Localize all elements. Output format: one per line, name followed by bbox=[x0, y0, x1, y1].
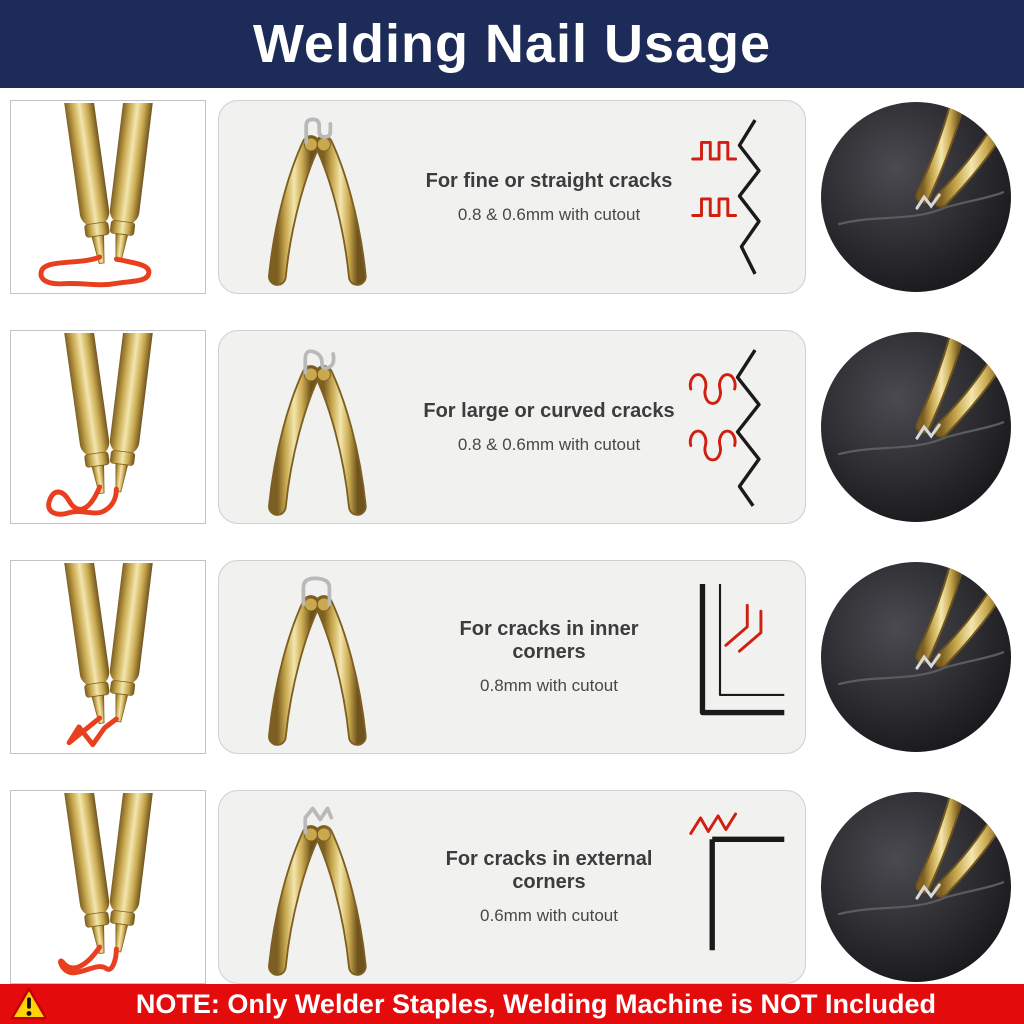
crack-pattern-diagram bbox=[691, 119, 761, 275]
staple-symbol bbox=[689, 812, 738, 835]
welding-in-use-photo bbox=[820, 561, 1012, 753]
usage-subtitle: 0.8mm with cutout bbox=[480, 676, 618, 695]
usage-panel: For cracks in inner corners 0.8mm with c… bbox=[218, 560, 806, 754]
page-title: Welding Nail Usage bbox=[252, 14, 772, 74]
application-photo bbox=[818, 330, 1014, 524]
usage-row-external-corners: For cracks in external corners 0.6mm wit… bbox=[10, 790, 1014, 984]
electrodes-holding-staple-photo bbox=[229, 806, 415, 978]
staple-symbol bbox=[691, 141, 738, 161]
staple-symbol bbox=[688, 373, 737, 405]
corner-line bbox=[699, 583, 785, 716]
usage-description: For cracks in external corners 0.6mm wit… bbox=[415, 848, 683, 926]
red-staple-wire bbox=[58, 944, 119, 976]
usage-panel: For fine or straight cracks 0.8 & 0.6mm … bbox=[218, 100, 806, 294]
crack-line bbox=[737, 119, 761, 275]
note-bar: NOTE: Only Welder Staples, Welding Machi… bbox=[0, 984, 1024, 1024]
note-text: NOTE: Only Welder Staples, Welding Machi… bbox=[135, 988, 937, 1019]
usage-panel: For large or curved cracks 0.8 & 0.6mm w… bbox=[218, 330, 806, 524]
electrodes-red-staple-illustration bbox=[46, 333, 156, 517]
usage-row-large-curved: For large or curved cracks 0.8 & 0.6mm w… bbox=[10, 330, 1014, 524]
staple-tips-photo bbox=[10, 790, 206, 984]
silver-staple bbox=[303, 349, 336, 375]
corner-line bbox=[709, 836, 785, 951]
staple-symbol bbox=[691, 197, 738, 217]
warning-triangle-icon bbox=[10, 987, 48, 1020]
usage-subtitle: 0.8 & 0.6mm with cutout bbox=[457, 434, 641, 454]
usage-row-fine-straight: For fine or straight cracks 0.8 & 0.6mm … bbox=[10, 100, 1014, 294]
red-staple-wire bbox=[46, 484, 119, 517]
welding-in-use-photo bbox=[820, 101, 1012, 293]
usage-subtitle: 0.6mm with cutout bbox=[480, 906, 618, 925]
electrodes-red-staple-illustration bbox=[58, 793, 156, 976]
header-banner: Welding Nail Usage bbox=[0, 0, 1024, 88]
usage-description: For large or curved cracks 0.8 & 0.6mm w… bbox=[415, 400, 683, 455]
usage-description: For fine or straight cracks 0.8 & 0.6mm … bbox=[415, 170, 683, 225]
electrodes-red-staple-illustration bbox=[38, 103, 156, 288]
electrodes-holding-staple-photo bbox=[229, 117, 415, 288]
crack-pattern-diagram bbox=[689, 812, 785, 951]
usage-subtitle: 0.8 & 0.6mm with cutout bbox=[457, 204, 641, 224]
red-staple-wire bbox=[38, 254, 152, 288]
electrodes-holding-staple-photo bbox=[229, 576, 415, 748]
electrodes-holding-staple-photo bbox=[229, 349, 415, 518]
application-photo bbox=[818, 560, 1014, 754]
usage-panel: For cracks in external corners 0.6mm wit… bbox=[218, 790, 806, 984]
crack-line bbox=[735, 349, 761, 507]
welding-in-use-photo bbox=[820, 331, 1012, 523]
application-photo bbox=[818, 100, 1014, 294]
crack-pattern-diagram bbox=[688, 349, 761, 507]
usage-rows: For fine or straight cracks 0.8 & 0.6mm … bbox=[0, 88, 1024, 984]
usage-title: For fine or straight cracks bbox=[425, 169, 673, 192]
welding-in-use-photo bbox=[820, 791, 1012, 983]
red-staple-wire bbox=[66, 715, 119, 748]
usage-row-inner-corners: For cracks in inner corners 0.8mm with c… bbox=[10, 560, 1014, 754]
staple-tips-photo bbox=[10, 330, 206, 524]
usage-description: For cracks in inner corners 0.8mm with c… bbox=[415, 618, 683, 696]
application-photo bbox=[818, 790, 1014, 984]
silver-staple bbox=[303, 806, 334, 835]
staple-tips-photo bbox=[10, 560, 206, 754]
crack-pattern-diagram bbox=[699, 583, 785, 716]
staple-tips-photo bbox=[10, 100, 206, 294]
usage-title: For cracks in external corners bbox=[445, 848, 653, 893]
corner-line-inner bbox=[718, 583, 785, 697]
staple-symbol bbox=[724, 603, 749, 647]
usage-title: For cracks in inner corners bbox=[459, 618, 639, 663]
staple-symbol bbox=[688, 429, 737, 462]
silver-staple bbox=[304, 117, 333, 145]
electrodes-red-staple-illustration bbox=[61, 563, 156, 748]
staple-symbol bbox=[738, 609, 763, 653]
usage-title: For large or curved cracks bbox=[423, 399, 675, 422]
silver-staple bbox=[301, 576, 332, 607]
